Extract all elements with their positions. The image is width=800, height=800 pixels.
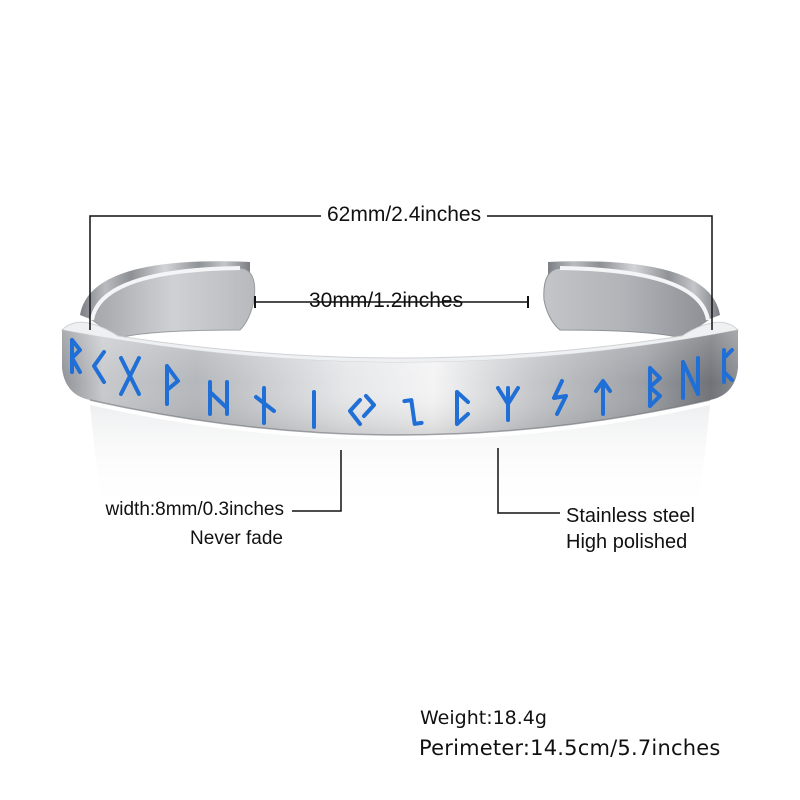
rune-wunjo-icon	[165, 364, 180, 406]
rune-naudiz-icon	[254, 386, 276, 425]
perimeter-spec: Perimeter:14.5cm/5.7inches	[419, 736, 721, 760]
weight-spec: Weight:18.4g	[420, 707, 547, 729]
width-pointer-line	[292, 450, 342, 512]
rune-kaunan-icon	[92, 350, 106, 384]
rune-eihwaz-icon	[402, 398, 424, 426]
rune-engravings	[70, 338, 734, 429]
rune-tiwaz-icon	[594, 379, 612, 416]
bracelet-front-band	[62, 330, 738, 436]
width-label: width:8mm/0.3inches	[105, 499, 284, 520]
rune-hagalaz-icon	[208, 380, 229, 416]
rune-berkano-icon	[648, 366, 662, 408]
rune-mannaz-icon	[681, 356, 700, 400]
bracelet-end-right	[543, 266, 710, 339]
material-label: Stainless steel	[566, 505, 695, 527]
outer-diameter-label: 62mm/2.4inches	[321, 204, 488, 225]
rune-algiz-icon	[496, 386, 520, 422]
rune-perthro-icon	[455, 390, 470, 426]
bracelet-reflection	[90, 405, 710, 510]
bracelet-top-rim	[60, 321, 740, 363]
rune-sowilo-icon	[552, 379, 568, 416]
width-note-label: Never fade	[190, 528, 283, 549]
rune-partial-icon	[722, 348, 734, 384]
material-pointer-line	[497, 448, 560, 514]
rune-raido-icon	[70, 338, 82, 374]
finish-label: High polished	[566, 531, 688, 553]
rune-gebo-icon	[119, 356, 141, 396]
rune-jera-icon	[348, 394, 376, 426]
inner-gap-label: 30mm/1.2inches	[309, 289, 464, 312]
